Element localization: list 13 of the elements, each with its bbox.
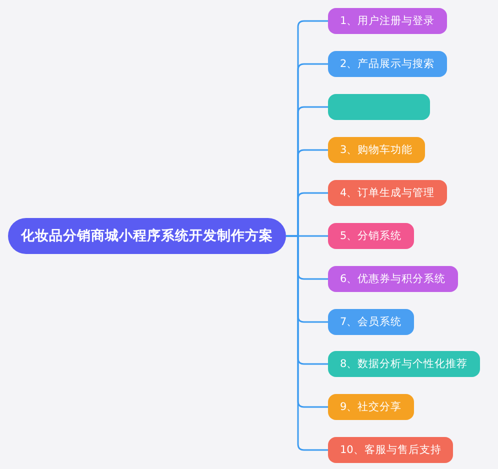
topic-node: 10、客服与售后支持 <box>328 437 454 463</box>
connector-line <box>286 235 328 451</box>
root-topic: 化妆品分销商城小程序系统开发制作方案 <box>8 218 286 254</box>
empty-box <box>328 94 430 120</box>
topic-node: 2、产品展示与搜索 <box>328 51 447 77</box>
topic-node: 6、优惠券与积分系统 <box>328 266 458 292</box>
topic-node: 3、购物车功能 <box>328 137 425 163</box>
topic-node: 7、会员系统 <box>328 309 414 335</box>
topic-node: 5、分销系统 <box>328 223 414 249</box>
topic-node: 1、用户注册与登录 <box>328 8 447 34</box>
topic-node: 9、社交分享 <box>328 394 414 420</box>
topic-node: 4、订单生成与管理 <box>328 180 447 206</box>
topic-node: 8、数据分析与个性化推荐 <box>328 351 480 377</box>
